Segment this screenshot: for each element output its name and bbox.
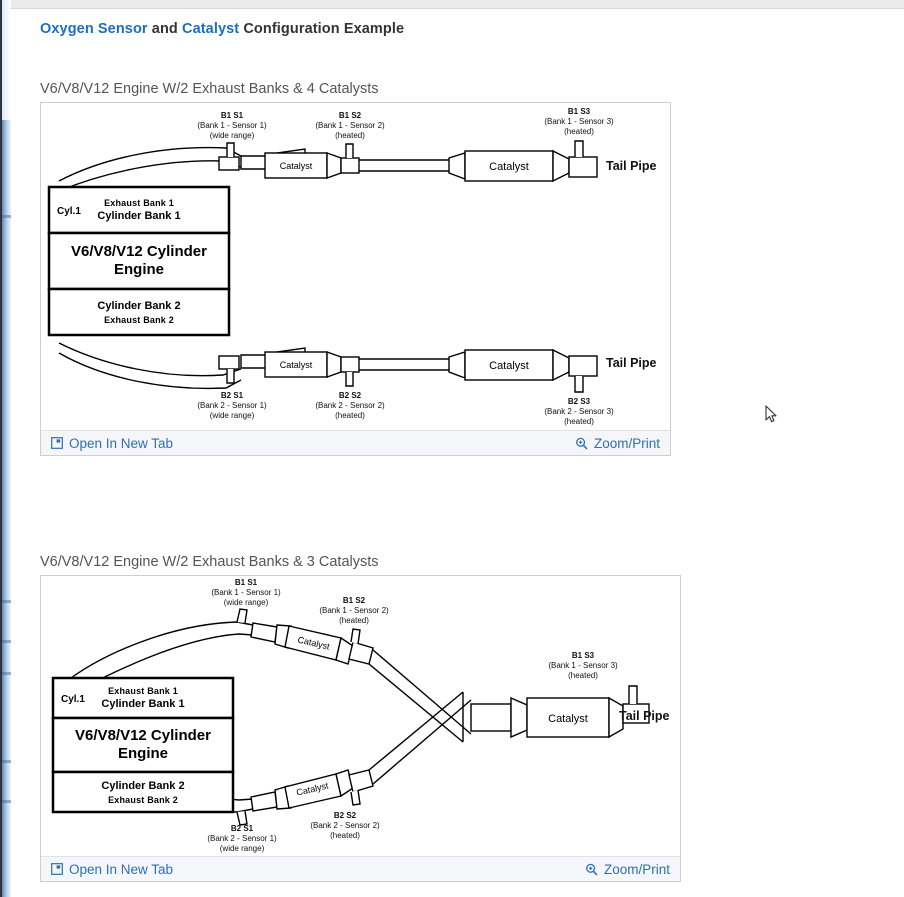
zoom-print-button-2[interactable]: Zoom/Print (585, 862, 670, 877)
cylinder-bank-2-label: Cylinder Bank 2 (101, 779, 185, 792)
sensor-label-b1s2: B1 S2 (Bank 1 - Sensor 2) (heated) (315, 111, 385, 140)
svg-text:Catalyst: Catalyst (489, 161, 529, 173)
engine-bank2-block: Cylinder Bank 2 Exhaust Bank 2 (49, 289, 229, 335)
catalyst-link[interactable]: Catalyst (182, 21, 240, 37)
engine-label-line2: Engine (113, 261, 164, 278)
scrollbar-mark (2, 800, 11, 803)
engine-title-block: V6/V8/V12 Cylinder Engine (53, 718, 233, 772)
external-window-icon (51, 863, 63, 875)
magnifier-plus-icon (576, 437, 588, 450)
exhaust-bank-1-label: Exhaust Bank 1 (108, 686, 178, 696)
exhaust-bank-2-label: Exhaust Bank 2 (104, 314, 174, 325)
engine-label-line1: V6/V8/V12 Cylinder (75, 727, 211, 744)
svg-text:Catalyst: Catalyst (280, 360, 313, 370)
sensor-label-b2s2: B2 S2 (Bank 2 - Sensor 2) (heated) (315, 391, 385, 420)
sensor-label-b1s3: B1 S3 (Bank 1 - Sensor 3) (heated) (548, 651, 618, 680)
title-conjunction: and (147, 21, 183, 37)
scrollbar-mark (2, 600, 11, 603)
zoom-print-label-2: Zoom/Print (603, 861, 670, 877)
title-tail: Configuration Example (239, 21, 405, 37)
figure-1-frame: Catalyst Catalyst (40, 102, 671, 456)
figure-1-canvas[interactable]: Catalyst Catalyst (41, 103, 670, 430)
cylinder-bank-1-label: Cylinder Bank 1 (101, 698, 185, 710)
sensor-label-b1s2: B1 S2 (Bank 1 - Sensor 2) (heated) (319, 596, 389, 625)
window-top-strip (0, 0, 904, 9)
figure-section-3-catalysts: V6/V8/V12 Engine W/2 Exhaust Banks & 3 C… (40, 554, 681, 882)
exhaust-bank-1-label: Exhaust Bank 1 (104, 198, 174, 208)
open-in-new-tab-button-1[interactable]: Open In New Tab (51, 436, 173, 451)
svg-text:Catalyst: Catalyst (280, 161, 313, 171)
page-title: Oxygen Sensor and Catalyst Configuration… (40, 21, 404, 37)
figure-1-footer: Open In New Tab Zoom/Print (41, 430, 670, 455)
svg-text:Catalyst: Catalyst (548, 713, 588, 725)
tail-pipe-label: Tail Pipe (619, 709, 670, 723)
engine-title-block: V6/V8/V12 Cylinder Engine (49, 233, 229, 289)
engine-bank1-block: Exhaust Bank 1 Cylinder Bank 1 (53, 678, 233, 718)
engine-label-line2: Engine (117, 745, 168, 762)
cylinder-bank-1-label: Cylinder Bank 1 (97, 210, 181, 222)
cyl-1-label: Cyl.1 (57, 206, 81, 217)
magnifier-plus-icon (586, 863, 598, 876)
figure-section-4-catalysts: V6/V8/V12 Engine W/2 Exhaust Banks & 4 C… (40, 81, 671, 456)
exhaust-bank-2-label: Exhaust Bank 2 (108, 794, 178, 805)
scrollbar-mark (2, 672, 11, 675)
open-in-new-tab-label-2: Open In New Tab (69, 861, 174, 877)
exhaust-diagram-4-catalysts: Catalyst Catalyst (47, 140, 598, 393)
sensor-label-b2s3: B2 S3 (Bank 2 - Sensor 3) (heated) (544, 397, 614, 426)
open-in-new-tab-button-2[interactable]: Open In New Tab (51, 862, 173, 877)
scrollbar-thumb[interactable] (2, 0, 11, 120)
figure-1-caption: V6/V8/V12 Engine W/2 Exhaust Banks & 4 C… (40, 81, 379, 97)
scrollbar-track[interactable] (2, 0, 11, 897)
zoom-print-button-1[interactable]: Zoom/Print (575, 436, 660, 451)
engine-bank2-block: Cylinder Bank 2 Exhaust Bank 2 (53, 772, 233, 812)
tail-pipe-label-bank2: Tail Pipe (606, 356, 657, 370)
scrollbar-mark (2, 640, 11, 643)
open-in-new-tab-label-1: Open In New Tab (69, 435, 174, 451)
figure-2-frame: Catalyst (40, 575, 681, 882)
sensor-label-b2s1: B2 S1 (Bank 2 - Sensor 1) (wide range) (207, 824, 277, 853)
scrollbar-edge (0, 0, 2, 897)
engine-bank1-block: Exhaust Bank 1 Cylinder Bank 1 (49, 187, 229, 233)
engine-label-line1: V6/V8/V12 Cylinder (71, 243, 207, 260)
figure-2-canvas[interactable]: Catalyst (41, 576, 680, 856)
document-body: Oxygen Sensor and Catalyst Configuration… (11, 9, 904, 897)
cyl-1-label: Cyl.1 (61, 694, 85, 705)
scrollbar-mark (2, 215, 11, 218)
zoom-print-label-1: Zoom/Print (593, 435, 660, 451)
external-window-icon (51, 437, 63, 449)
sensor-label-b2s1: B2 S1 (Bank 2 - Sensor 1) (wide range) (197, 391, 267, 420)
figure-2-caption: V6/V8/V12 Engine W/2 Exhaust Banks & 3 C… (40, 554, 379, 570)
oxygen-sensor-link[interactable]: Oxygen Sensor (40, 21, 148, 37)
page-scrollbar[interactable] (0, 0, 11, 897)
svg-text:Catalyst: Catalyst (489, 360, 529, 372)
scrollbar-mark (2, 760, 11, 763)
sensor-label-b1s3: B1 S3 (Bank 1 - Sensor 3) (heated) (544, 107, 614, 136)
tail-pipe-label-bank1: Tail Pipe (606, 159, 657, 173)
cylinder-bank-2-label: Cylinder Bank 2 (97, 299, 181, 312)
exhaust-diagram-3-catalysts: Catalyst (51, 608, 650, 826)
figure-2-footer: Open In New Tab Zoom/Print (41, 856, 680, 881)
sensor-label-b2s2: B2 S2 (Bank 2 - Sensor 2) (heated) (310, 811, 380, 840)
sensor-label-b1s1: B1 S1 (Bank 1 - Sensor 1) (wide range) (197, 111, 267, 140)
sensor-label-b1s1: B1 S1 (Bank 1 - Sensor 1) (wide range) (211, 578, 281, 607)
